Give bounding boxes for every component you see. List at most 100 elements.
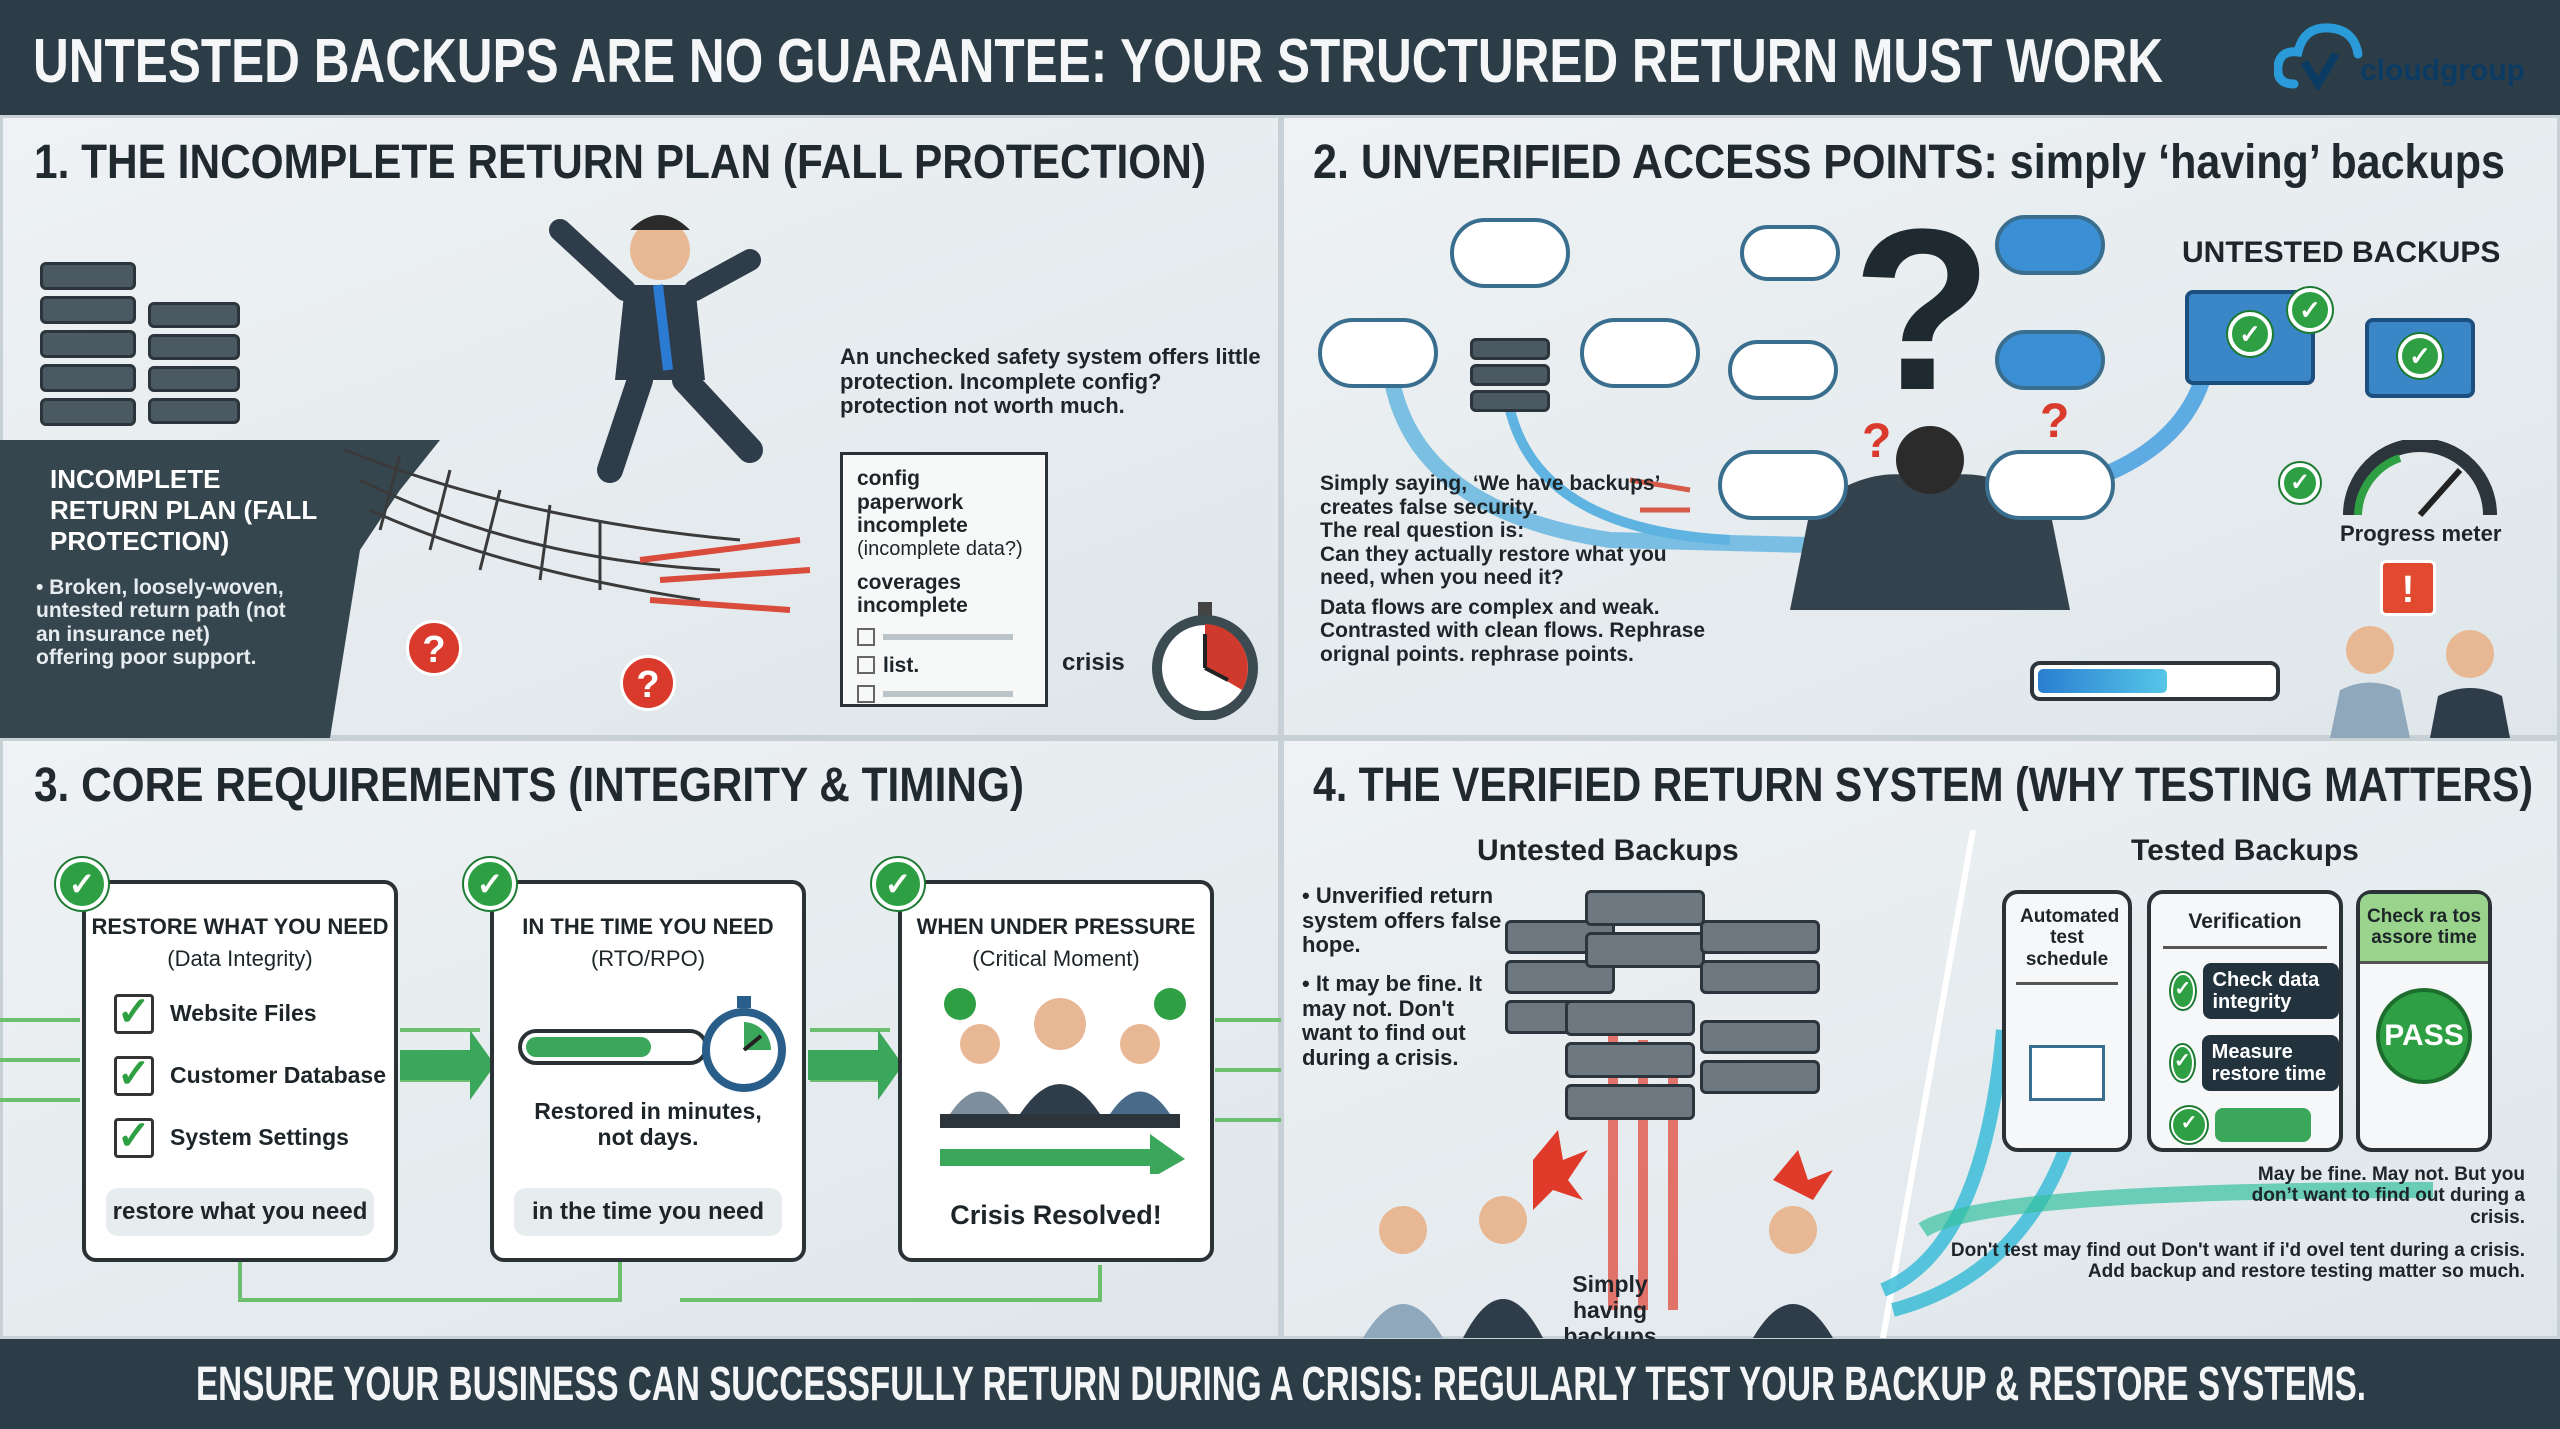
sync-cloud-icon [1728, 340, 1838, 400]
page-title-wrap: UNTESTED BACKUPS ARE NO GUARANTEE: YOUR … [33, 27, 2163, 96]
checkbox-checked-icon: ✓ [114, 1054, 154, 1096]
check-icon: ✓ [2280, 463, 2320, 503]
server-rack-icon [1470, 338, 1550, 412]
falling-businessman-illustration [549, 215, 763, 483]
check-icon: ✓ [56, 858, 108, 910]
crisis-label: crisis [1062, 649, 1125, 676]
page-title: UNTESTED BACKUPS ARE NO GUARANTEE: YOUR … [33, 27, 2163, 96]
folder-icon: ✓ [2365, 318, 2475, 398]
check-icon: ✓ [2171, 1106, 2207, 1143]
requirement-card-restore: RESTORE WHAT YOU NEED (Data Integrity) ✓… [82, 880, 398, 1262]
logo-text: cloudgroup [2360, 54, 2525, 87]
check-icon: ✓ [2171, 972, 2195, 1009]
question-mark-icon: ? [620, 655, 676, 711]
checklist-item: Customer Database [170, 1062, 387, 1089]
card-title: IN THE TIME YOU NEED [522, 914, 774, 939]
checkbox-checked-icon: ✓ [114, 992, 154, 1034]
section-4-heading: 4. THE VERIFIED RETURN SYSTEM (WHY TESTI… [1313, 759, 2533, 812]
cloud-logo-icon [2273, 23, 2363, 92]
crisis-resolved-label: Crisis Resolved! [950, 1199, 1162, 1230]
card-title: RESTORE WHAT YOU NEED [91, 914, 389, 939]
folder-icon: ✓ [2185, 290, 2315, 385]
card-body: Restored in minutes, not days. [534, 1098, 762, 1150]
card-footer-pill: restore what you need [106, 1188, 374, 1236]
section-4-heading-wrap: 4. THE VERIFIED RETURN SYSTEM (WHY TESTI… [1313, 759, 2533, 812]
server-rack-icon [40, 262, 136, 426]
incomplete-config-checklist: config paperwork incomplete (incomplete … [840, 452, 1048, 707]
checklist-line: coverages incomplete [857, 570, 968, 618]
verification-step: Measure restore time [2201, 1034, 2339, 1091]
check-icon: ✓ [464, 858, 516, 910]
question-cloud-icon [1718, 450, 1848, 520]
tested-vs-untested-flow-illustration [1363, 830, 2434, 1338]
testing-notes: May be fine. May not. But you don’t want… [1775, 1164, 2525, 1282]
check-restore-time-box: Check ra tos assore time PASS [2356, 890, 2492, 1152]
card-subtitle: (Data Integrity) [167, 946, 313, 971]
team-under-pressure-illustration [940, 988, 1186, 1174]
testing-note: Don't test may find out Don't want if i'… [1950, 1239, 2525, 1261]
label-bullet: • Broken, loosely-woven, untested return… [36, 575, 286, 670]
section-2-body: Simply saying, ‘We have backups’ creates… [1320, 472, 1720, 666]
untested-bullet: • It may be fine. It may not. Don't want… [1302, 970, 1483, 1070]
verification-step-bar [2215, 1107, 2311, 1142]
sync-cloud-icon [1740, 225, 1840, 281]
server-rack-icon [148, 302, 240, 424]
body-text: Simply saying, ‘We have backups’ creates… [1320, 472, 1660, 519]
sync-cloud-icon [1995, 330, 2105, 390]
question-mark-icon: ? [406, 620, 462, 676]
checklist-line: config paperwork incomplete [857, 467, 968, 538]
unchecked-safety-callout: An unchecked safety system offers little… [840, 344, 1261, 419]
body-text: The real question is: [1320, 519, 1525, 543]
database-cloud-icon [1318, 318, 1438, 388]
requirement-card-pressure: WHEN UNDER PRESSURE (Critical Moment) Cr… [898, 880, 1214, 1262]
untested-bullet: • Unverified return system offers false … [1302, 883, 1502, 958]
checklist-item: System Settings [170, 1124, 349, 1151]
tested-backups-title: Tested Backups [2131, 834, 2359, 867]
database-cloud-icon [1450, 218, 1570, 288]
card-footer-pill: in the time you need [514, 1188, 782, 1236]
circuit-flow-lines [0, 1018, 1281, 1302]
checklist-item: list. [883, 653, 920, 677]
stopwatch-icon [1152, 602, 1258, 720]
testing-note: Add backup and restore testing matter so… [2087, 1261, 2525, 1283]
requirement-card-time: IN THE TIME YOU NEED (RTO/RPO) Restored … [490, 880, 806, 1262]
restore-progress-bar [518, 1029, 708, 1065]
cloud-data-flow-illustration [1382, 290, 2218, 610]
alert-icon: ! [2380, 560, 2436, 616]
question-cloud-icon [1985, 450, 2115, 520]
red-question-mark-icon: ? [1862, 415, 1892, 468]
checkbox [857, 627, 875, 646]
check-icon: ✓ [872, 858, 924, 910]
untested-bullets: • Unverified return system offers false … [1302, 883, 1502, 1070]
stressed-people-illustration [2330, 626, 2510, 738]
box-title: Verification [2163, 894, 2327, 949]
automated-test-schedule-box: Automated test schedule [2002, 890, 2132, 1152]
checkbox [857, 656, 875, 675]
body-text: Can they actually restore what you need,… [1320, 542, 1667, 590]
big-question-mark-icon: ? [1852, 181, 1993, 438]
incomplete-return-plan-label: INCOMPLETE RETURN PLAN (FALL PROTECTION)… [0, 448, 330, 738]
title-bar [0, 0, 2560, 115]
label-title: INCOMPLETE RETURN PLAN (FALL PROTECTION) [50, 464, 317, 557]
database-cloud-icon [1580, 318, 1700, 388]
checklist-line: (incomplete data?) [857, 537, 1023, 560]
checkbox [857, 685, 875, 704]
section-2-heading-wrap: 2. UNVERIFIED ACCESS POINTS: simply ‘hav… [1313, 136, 2505, 189]
calendar-icon [2029, 1044, 2105, 1101]
gauge-icon [2343, 440, 2497, 517]
section-1-heading: 1. THE INCOMPLETE RETURN PLAN (FALL PROT… [34, 136, 1206, 189]
cloudgroup-logo: cloudgroup [2273, 14, 2544, 104]
progress-bar [2030, 661, 2280, 701]
progress-bar-fill [526, 1037, 652, 1057]
progress-meter-label: Progress meter [2340, 521, 2502, 546]
section-1-heading-wrap: 1. THE INCOMPLETE RETURN PLAN (FALL PROT… [34, 136, 1206, 189]
untested-backups-label: UNTESTED BACKUPS [2182, 236, 2501, 269]
progress-bar-fill [2038, 669, 2167, 693]
card-title: WHEN UNDER PRESSURE [916, 914, 1196, 939]
section-2-heading: 2. UNVERIFIED ACCESS POINTS: simply ‘hav… [1313, 136, 2505, 189]
footer-callout-wrap: ENSURE YOUR BUSINESS CAN SUCCESSFULLY RE… [196, 1358, 2366, 1411]
check-icon: ✓ [2171, 1044, 2194, 1081]
cliff-and-broken-net-illustration [0, 440, 811, 738]
pass-badge: PASS [2376, 987, 2472, 1084]
verification-step: Check data integrity [2202, 962, 2339, 1019]
